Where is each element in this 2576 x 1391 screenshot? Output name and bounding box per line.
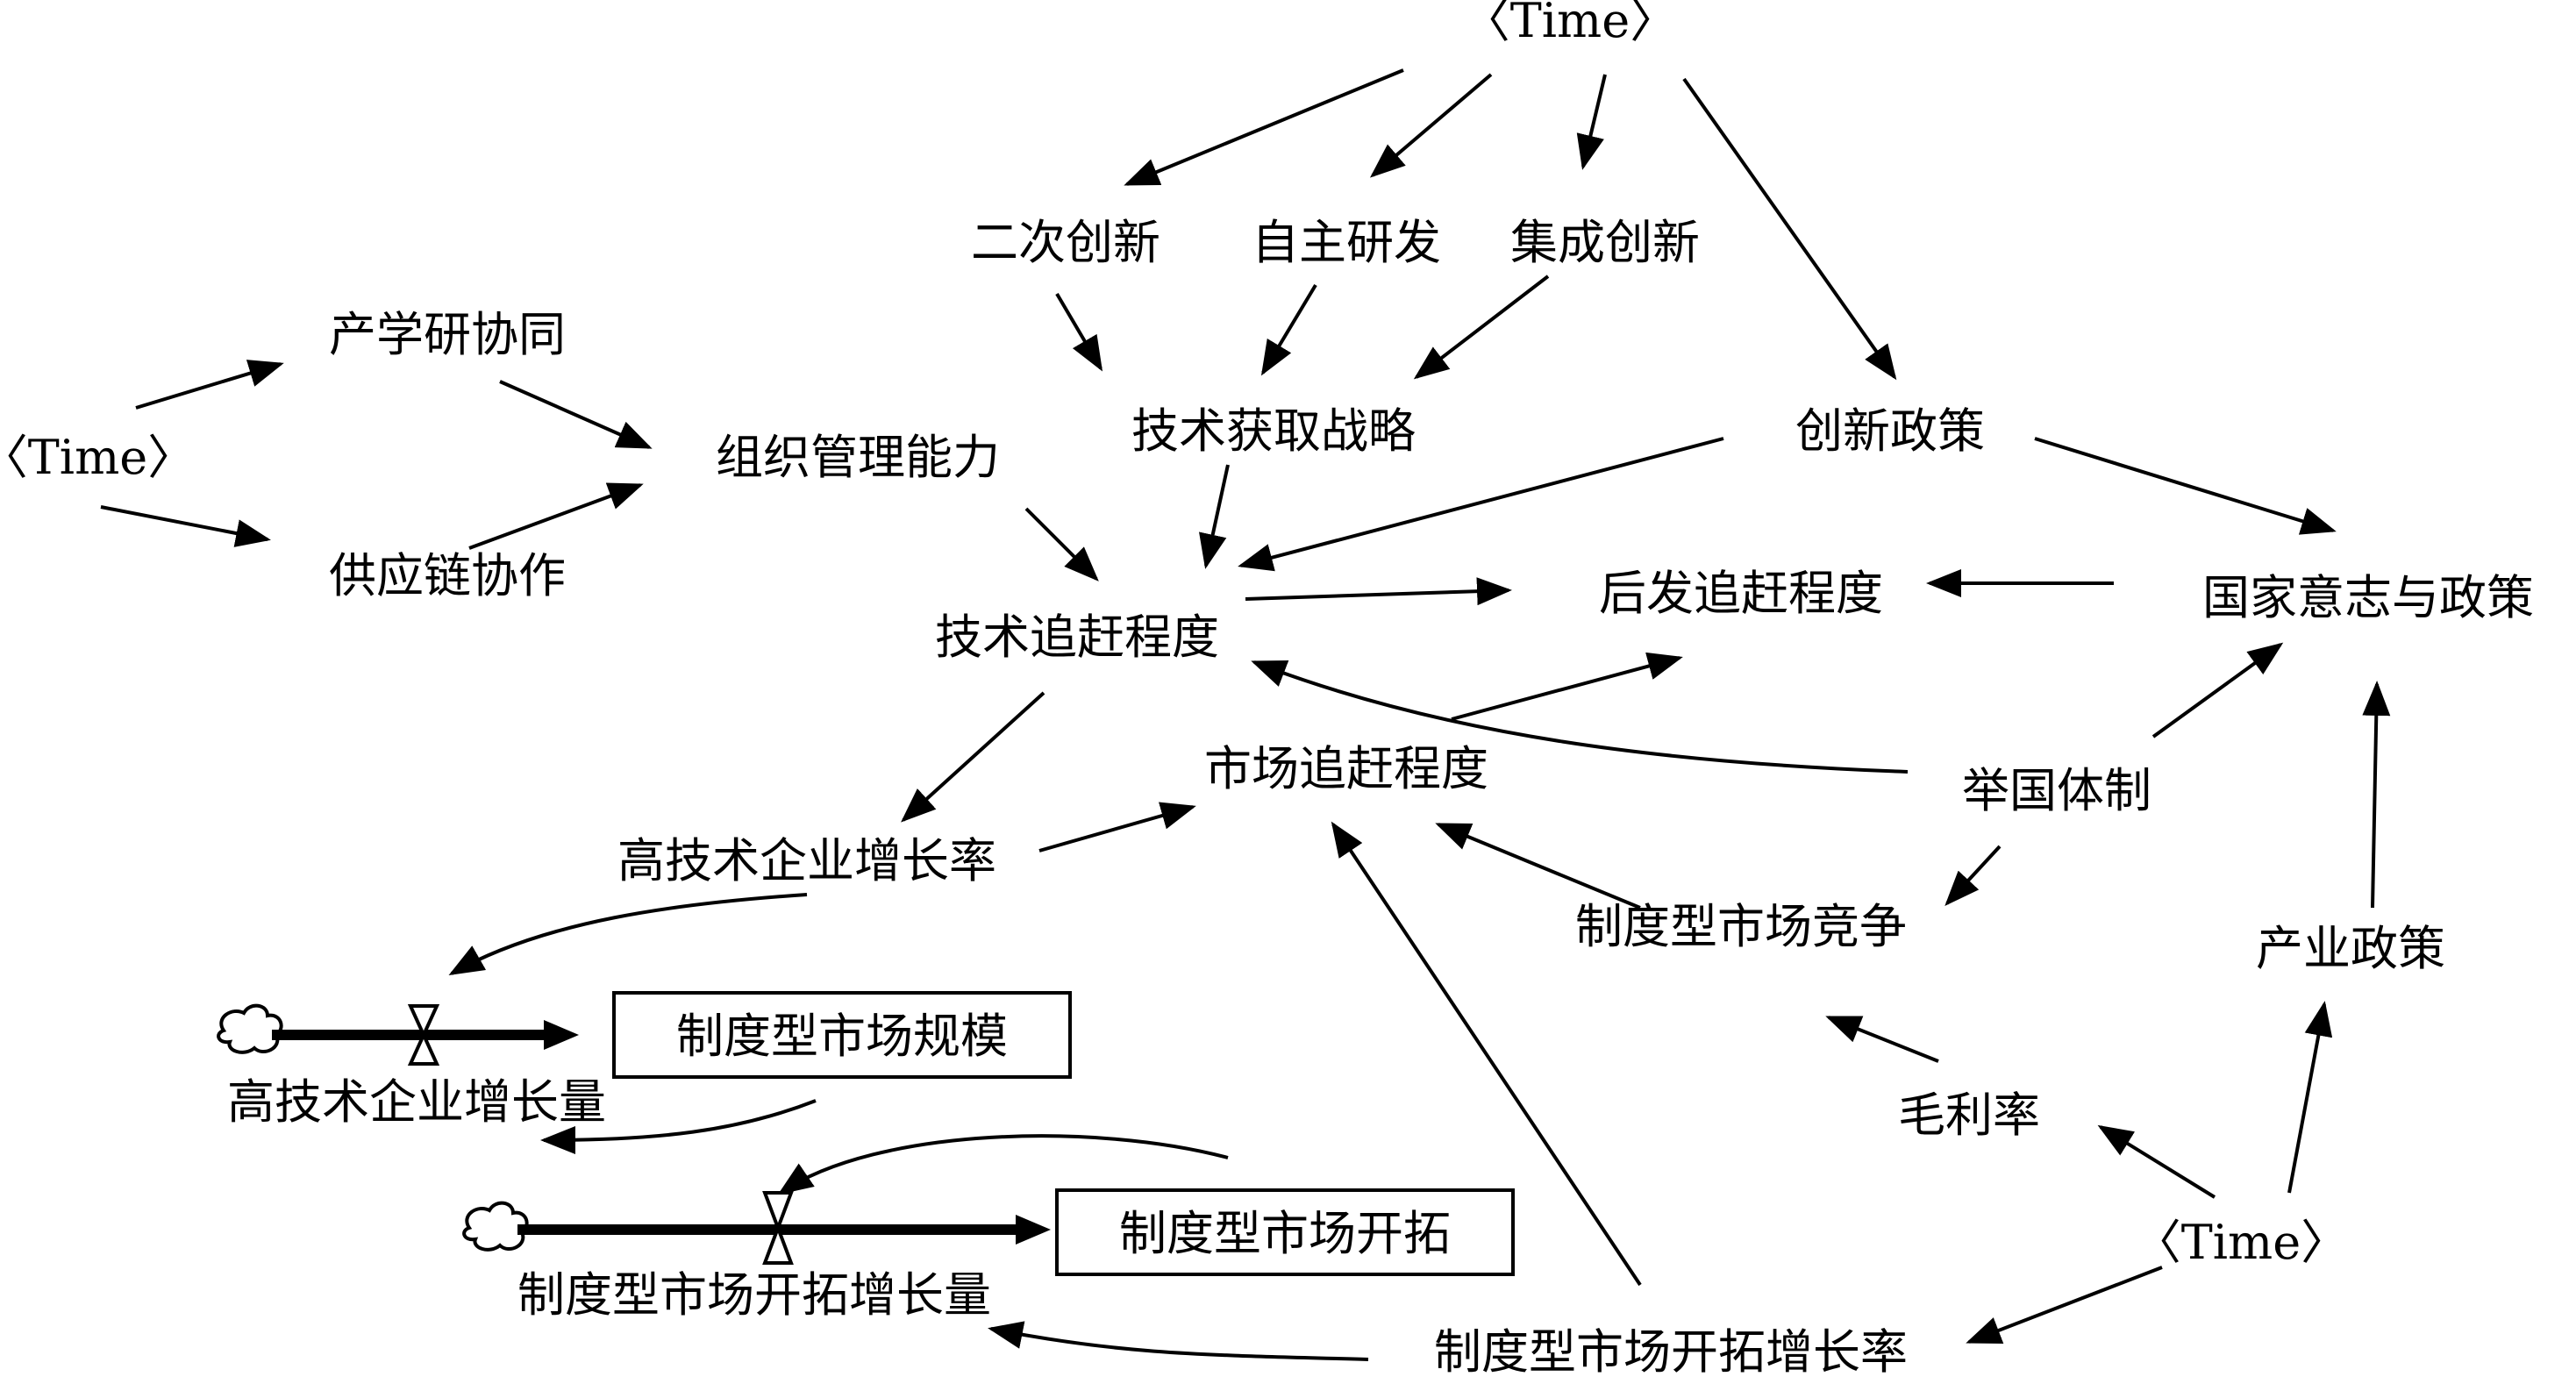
link-market-scale-to-hightech-amount (540, 1099, 817, 1154)
valve-icon (407, 1004, 440, 1066)
node-supply-chain-collab: 供应链协作 (329, 548, 566, 603)
node-labels: 〈Time〉 二次创新 自主研发 集成创新 产学研协同 〈Time〉 组织管理能… (0, 0, 2534, 1380)
link-whole-nation-to-tech-catchup (1251, 660, 1909, 774)
node-org-mgmt-capability: 组织管理能力 (716, 430, 1000, 485)
link-tech-catchup-to-latecomer (1245, 577, 1512, 606)
link-supply-chain-to-org (468, 482, 644, 550)
link-expansion-rate-to-expansion-amount (988, 1321, 1369, 1361)
node-institutional-market-scale: 制度型市场规模 (676, 1009, 1008, 1064)
link-time-bottom-to-industrial-policy (2287, 1001, 2333, 1194)
link-gross-margin-to-competition (1825, 1016, 1939, 1063)
link-time-left-to-iur (135, 360, 284, 410)
node-institutional-market-competition: 制度型市场竞争 (1575, 899, 1907, 954)
cloud-source-icon (217, 1003, 283, 1054)
causal-links (100, 68, 2391, 1361)
node-independent-rd: 自主研发 (1252, 215, 1441, 270)
link-time-bottom-to-expansion-rate (1966, 1266, 2163, 1344)
node-latecomer-catchup-degree: 后发追赶程度 (1599, 566, 1883, 621)
cloud-source-icon (462, 1201, 529, 1252)
link-time-to-independent-rd (1369, 73, 1493, 178)
link-tech-catchup-to-hightech-rate (901, 691, 1045, 823)
node-time-top: 〈Time〉 (1463, 0, 1677, 48)
node-time-left: 〈Time〉 (0, 430, 195, 485)
node-gross-margin: 毛利率 (1898, 1088, 2040, 1143)
node-institutional-market-expansion: 制度型市场开拓 (1119, 1206, 1451, 1261)
link-tech-acquisition-to-tech-catchup (1199, 464, 1230, 569)
flow-pipe-arrow (544, 1020, 579, 1050)
hightech-flow (217, 1003, 579, 1066)
expansion-flow (462, 1191, 1051, 1265)
node-iur-collaboration: 产学研协同 (329, 307, 566, 362)
node-market-expansion-growth-amount: 制度型市场开拓增长量 (517, 1267, 991, 1323)
node-market-expansion-growth-rate: 制度型市场开拓增长率 (1434, 1324, 1908, 1380)
node-tech-catchup-degree: 技术追赶程度 (935, 610, 1219, 665)
stock-box-market-scale (612, 991, 1072, 1079)
node-hightech-growth-amount: 高技术企业增长量 (227, 1074, 606, 1130)
node-national-will-policy: 国家意志与政策 (2202, 570, 2534, 625)
link-market-catchup-to-latecomer (1451, 652, 1683, 721)
link-hightech-rate-to-hightech-amount (448, 893, 808, 975)
node-market-catchup-degree: 市场追赶程度 (1204, 741, 1488, 796)
link-industrial-policy-to-national-will (2362, 681, 2391, 909)
node-innovation-policy: 创新政策 (1795, 403, 1985, 459)
link-innovation-policy-to-tech-catchup (1238, 437, 1724, 572)
link-time-to-innovation-policy (1682, 77, 1897, 381)
link-iur-to-org (499, 380, 653, 449)
link-whole-nation-to-competition (1944, 845, 2002, 906)
node-whole-nation-system: 举国体制 (1962, 763, 2151, 818)
node-tech-acquisition-strategy: 技术获取战略 (1131, 403, 1416, 459)
link-time-bottom-to-gross-margin (2097, 1124, 2216, 1199)
node-hightech-growth-rate: 高技术企业增长率 (617, 833, 996, 888)
link-time-left-to-supply-chain (100, 505, 271, 547)
link-competition-to-market-catchup (1435, 823, 1641, 910)
link-time-to-second-innovation (1124, 68, 1404, 186)
link-whole-nation-to-national-will (2151, 642, 2284, 738)
link-time-to-integrated-innovation (1576, 74, 1607, 170)
node-industrial-policy: 产业政策 (2256, 921, 2445, 976)
stock-box-market-expansion (1055, 1188, 1515, 1276)
link-expansion-to-expansion-amount (777, 1134, 1229, 1195)
flow-pipe-arrow (1016, 1215, 1051, 1245)
link-independent-rd-to-tech-acquisition (1260, 283, 1317, 376)
link-innovation-policy-to-national-will (2034, 437, 2337, 535)
valve-icon (762, 1191, 794, 1265)
node-time-bottom: 〈Time〉 (2134, 1215, 2348, 1270)
node-second-innovation: 二次创新 (971, 215, 1160, 270)
link-org-to-tech-catchup (1024, 507, 1099, 581)
link-second-innovation-to-tech-acquisition (1055, 292, 1103, 372)
link-integrated-innovation-to-tech-acquisition (1413, 275, 1550, 380)
link-hightech-rate-to-market-catchup (1038, 802, 1196, 852)
node-integrated-innovation: 集成创新 (1510, 215, 1700, 270)
link-expansion-rate-to-market-catchup (1331, 821, 1642, 1287)
